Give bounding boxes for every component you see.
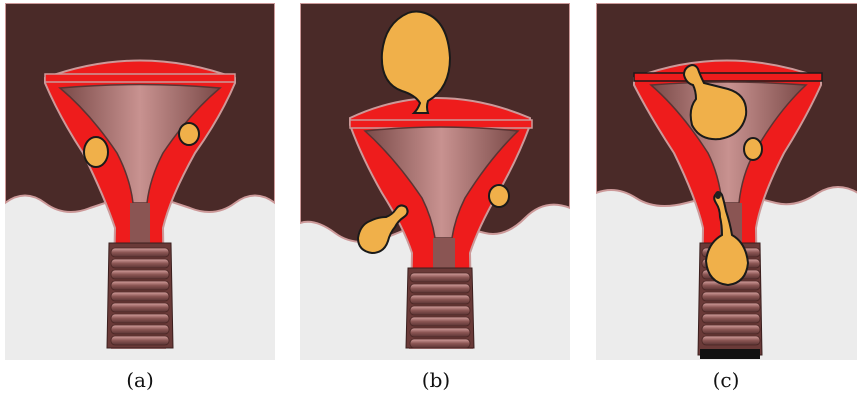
fallopian-tubes <box>634 73 822 81</box>
panel-c-illustration <box>596 3 857 360</box>
panel-a <box>5 3 275 360</box>
cyst-right <box>744 138 762 160</box>
stalk-knot <box>715 191 721 199</box>
cervical-canal <box>433 238 455 268</box>
caption-a: (a) <box>100 368 180 392</box>
panel-b-illustration <box>300 3 570 360</box>
panel-a-illustration <box>5 3 275 360</box>
cervical-canal <box>130 203 150 243</box>
cyst-right <box>489 185 509 207</box>
caption-b: (b) <box>396 368 476 392</box>
panel-b <box>300 3 570 360</box>
bottom-dark-band <box>700 349 760 359</box>
cyst-right <box>179 123 199 145</box>
cyst-left <box>84 137 108 167</box>
fallopian-tubes <box>45 74 235 82</box>
caption-c: (c) <box>686 368 766 392</box>
panel-c <box>596 3 857 360</box>
